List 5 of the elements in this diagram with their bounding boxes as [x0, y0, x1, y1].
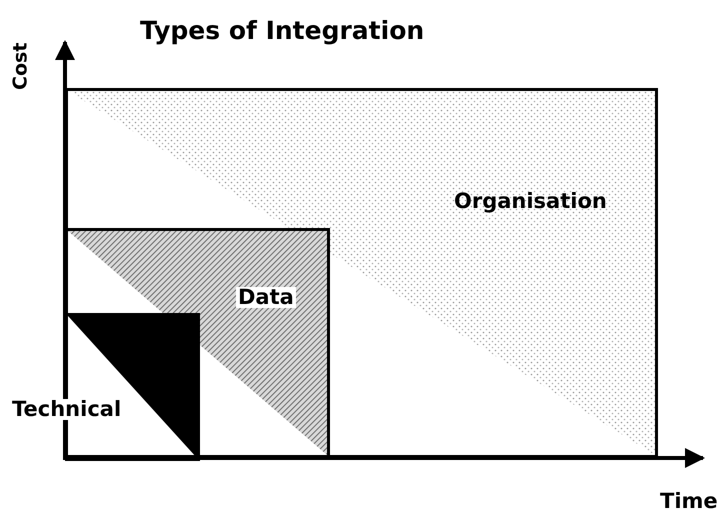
region-label: Organisation	[454, 191, 607, 212]
axis-label: Time	[660, 488, 717, 515]
axis-label: Cost	[8, 42, 33, 90]
region-label: Data	[236, 287, 296, 308]
diagram-title: Types of Integration	[140, 15, 424, 47]
